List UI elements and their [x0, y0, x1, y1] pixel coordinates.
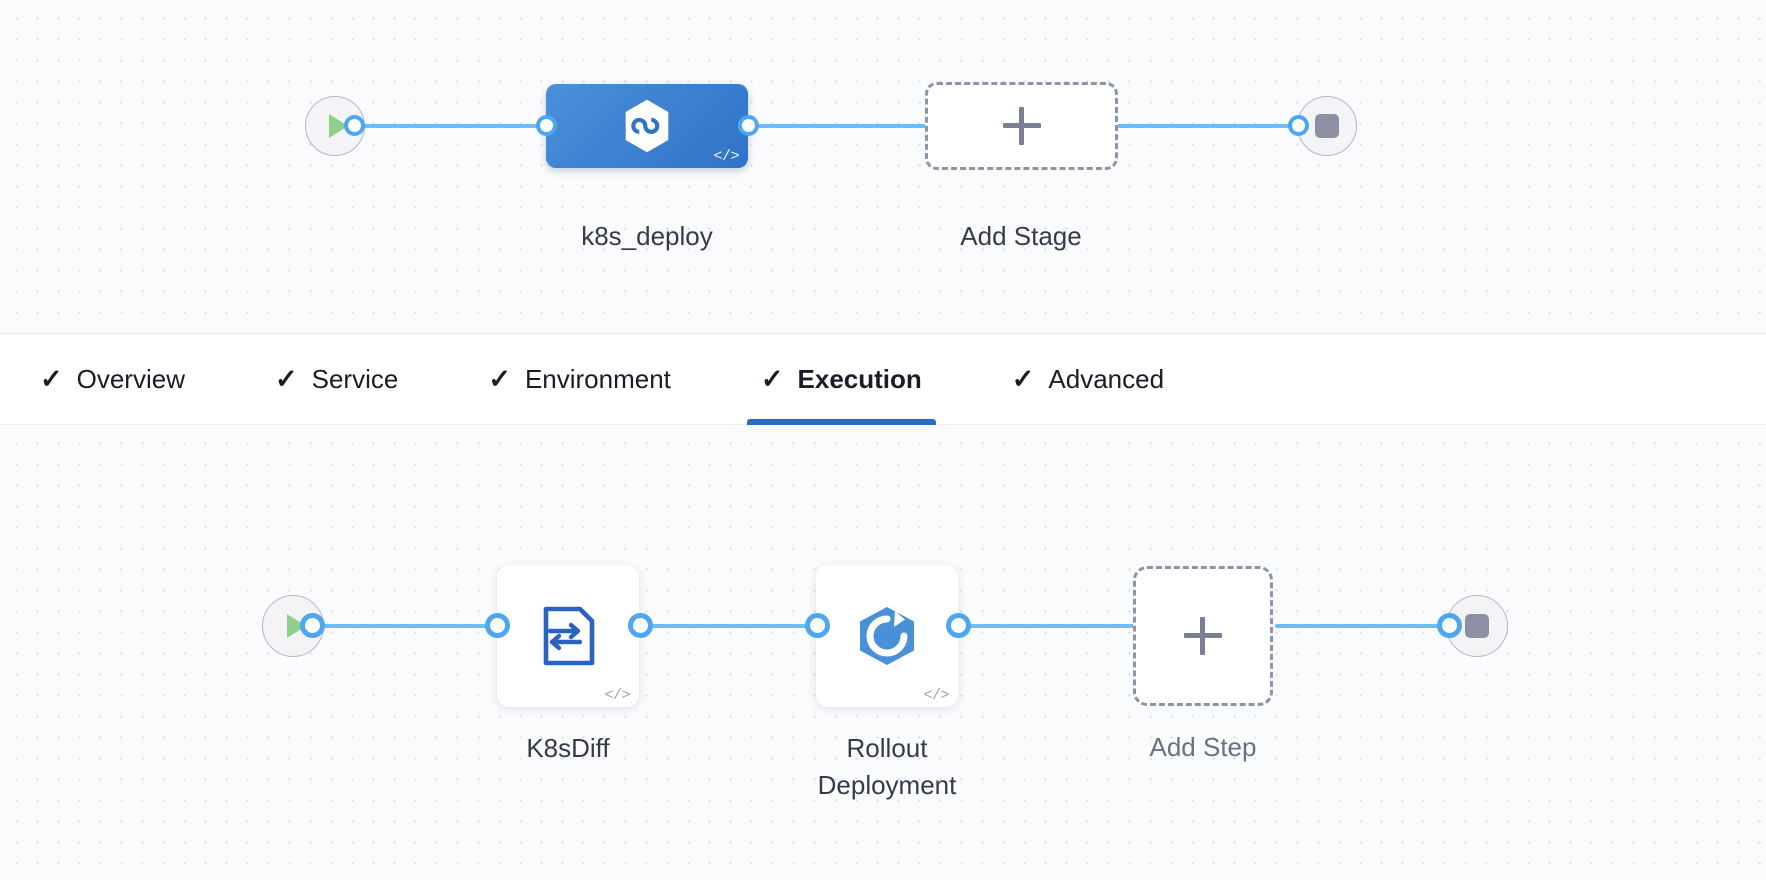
- step-node-label-rollout-deployment: Rollout Deployment: [817, 733, 957, 800]
- start-output-port[interactable]: [344, 115, 365, 136]
- tab-label: Advanced: [1048, 363, 1165, 394]
- k8s-deploy-input-port[interactable]: [536, 115, 557, 136]
- check-icon: ✓: [1011, 363, 1035, 394]
- step-node-label-k8sdiff: K8sDiff: [526, 733, 610, 763]
- kubernetes-rollout-icon: [860, 607, 914, 665]
- stage-node-label-k8s-deploy: k8s_deploy: [581, 221, 713, 251]
- edge-addstage-to-end: [1113, 124, 1303, 128]
- stop-icon: [1315, 114, 1339, 138]
- execution-end-node[interactable]: [1446, 595, 1508, 657]
- edge-start-to-k8sdeploy: [352, 124, 552, 128]
- edge-start-to-k8sdiff: [310, 624, 505, 628]
- tab-label: Service: [311, 363, 399, 394]
- tab-service[interactable]: ✓ Service: [261, 333, 412, 425]
- execution-steps-graph: </> K8sDiff </> Rollout Deployment Add S…: [0, 425, 1766, 880]
- check-icon: ✓: [40, 363, 63, 394]
- add-step-label: Add Step: [1149, 732, 1257, 762]
- check-icon: ✓: [760, 363, 784, 394]
- k8sdiff-output-port[interactable]: [628, 613, 653, 638]
- tab-label: Overview: [76, 363, 185, 394]
- add-step-button[interactable]: [1133, 566, 1273, 706]
- tab-execution[interactable]: ✓ Execution: [746, 333, 936, 425]
- play-icon: [329, 114, 348, 138]
- code-badge-icon: </>: [604, 687, 630, 704]
- tab-overview[interactable]: ✓ Overview: [26, 333, 199, 425]
- edge-k8sdeploy-to-addstage: [740, 124, 940, 128]
- tab-advanced[interactable]: ✓ Advanced: [998, 333, 1178, 425]
- k8s-diff-file-icon: [543, 606, 595, 666]
- rollout-input-port[interactable]: [805, 613, 830, 638]
- stage-config-tabs[interactable]: ✓ Overview ✓ Service ✓ Environment ✓ Exe…: [0, 333, 1766, 425]
- edge-addstep-to-end: [1275, 624, 1455, 628]
- stage-graph: </> k8s_deploy Add Stage: [0, 0, 1766, 333]
- step-node-k8sdiff[interactable]: </>: [497, 565, 639, 707]
- plus-icon: [1184, 617, 1222, 655]
- add-stage-button[interactable]: [925, 82, 1118, 170]
- stage-graph-canvas[interactable]: </> k8s_deploy Add Stage: [0, 0, 1766, 333]
- code-badge-icon: </>: [923, 687, 949, 704]
- kubernetes-hexagon-icon: [625, 99, 669, 153]
- plus-icon: [1002, 107, 1041, 145]
- k8s-deploy-output-port[interactable]: [738, 115, 759, 136]
- tab-label: Execution: [797, 363, 922, 394]
- check-icon: ✓: [488, 363, 511, 394]
- edge-rollout-to-addstep: [955, 624, 1135, 628]
- stop-icon: [1465, 614, 1489, 638]
- rollout-output-port[interactable]: [946, 613, 971, 638]
- step-node-rollout-deployment[interactable]: </>: [816, 565, 958, 707]
- add-stage-label: Add Stage: [960, 221, 1082, 251]
- k8sdiff-input-port[interactable]: [485, 613, 510, 638]
- execution-steps-canvas[interactable]: </> K8sDiff </> Rollout Deployment Add S…: [0, 425, 1766, 880]
- end-input-port[interactable]: [1288, 115, 1309, 136]
- code-badge-icon: </>: [713, 148, 739, 165]
- tab-environment[interactable]: ✓ Environment: [474, 333, 685, 425]
- tab-label: Environment: [524, 363, 671, 394]
- execution-start-node[interactable]: [262, 595, 324, 657]
- execution-start-output-port[interactable]: [300, 613, 325, 638]
- stage-node-k8s-deploy[interactable]: </>: [546, 84, 748, 168]
- check-icon: ✓: [274, 363, 298, 394]
- execution-end-input-port[interactable]: [1437, 613, 1462, 638]
- edge-k8sdiff-to-rollout: [640, 624, 825, 628]
